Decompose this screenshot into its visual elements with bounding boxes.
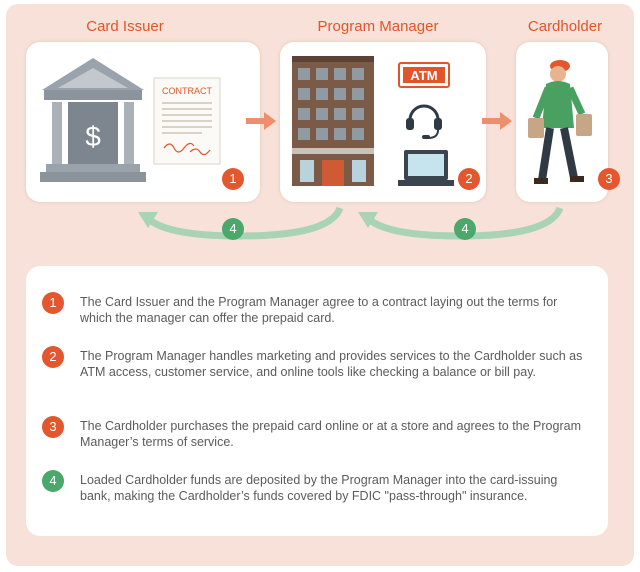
step-4-text: Loaded Cardholder funds are deposited by… — [80, 473, 558, 503]
svg-text:CONTRACT: CONTRACT — [162, 86, 212, 96]
program-manager-panel: ATM 2 — [280, 42, 486, 202]
headset-icon — [406, 104, 442, 139]
column-title-cardholder: Cardholder — [527, 18, 603, 35]
step-1-text: The Card Issuer and the Program Manager … — [80, 295, 558, 325]
dollar-sign: $ — [85, 121, 101, 152]
badge-1: 1 — [222, 168, 244, 190]
badge-4-right: 4 — [454, 218, 476, 240]
arrow-issuer-to-manager — [246, 112, 276, 130]
arrow-manager-to-cardholder — [482, 112, 512, 130]
step-3-number: 3 — [42, 416, 64, 438]
steps-panel: 1 The Card Issuer and the Program Manage… — [26, 266, 608, 536]
column-title-program-manager: Program Manager — [317, 18, 439, 35]
card-issuer-panel: $ CONTRACT 1 — [26, 42, 260, 202]
step-2-number: 2 — [42, 346, 64, 368]
cardholder-panel: 3 — [516, 42, 620, 202]
badge-2: 2 — [458, 168, 480, 190]
laptop-icon — [398, 150, 454, 186]
badge-3: 3 — [598, 168, 620, 190]
column-title-card-issuer: Card Issuer — [86, 18, 164, 35]
bank-icon: $ — [40, 58, 146, 182]
shopper-icon — [528, 60, 592, 184]
step-2-text: The Program Manager handles marketing an… — [80, 349, 583, 379]
svg-text:ATM: ATM — [410, 68, 437, 83]
atm-sign-icon: ATM — [398, 62, 450, 88]
badge-4-left: 4 — [222, 218, 244, 240]
step-3-text: The Cardholder purchases the prepaid car… — [80, 419, 581, 449]
step-4-number: 4 — [42, 470, 64, 492]
office-building-icon — [292, 56, 374, 186]
step-1-number: 1 — [42, 292, 64, 314]
contract-icon: CONTRACT — [153, 77, 221, 165]
